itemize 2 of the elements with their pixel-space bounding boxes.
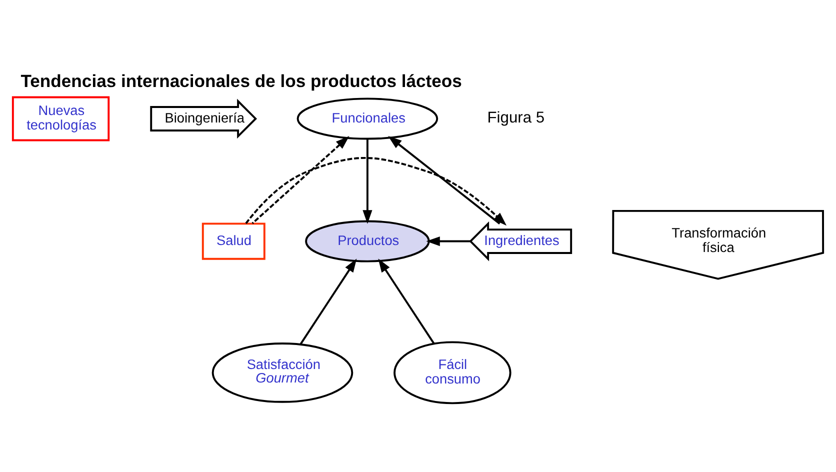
diagram-title: Tendencias internacionales de los productos lácteos xyxy=(20,70,462,90)
label: Figura 5 xyxy=(487,108,545,126)
